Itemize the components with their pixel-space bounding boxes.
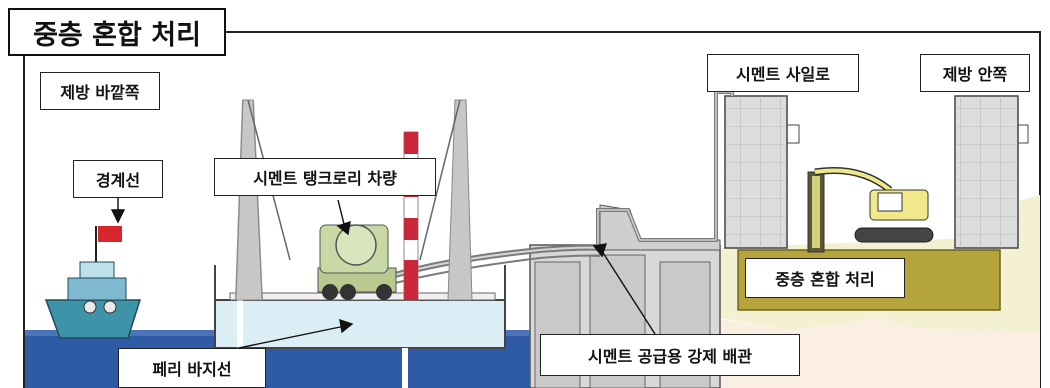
label-cement-silo: 시멘트 사일로 bbox=[707, 54, 859, 92]
label-patrol-boat: 경계선 bbox=[73, 160, 163, 198]
label-mixing-zone: 중층 혼합 처리 bbox=[745, 258, 905, 298]
label-inside: 제방 안쪽 bbox=[920, 54, 1030, 92]
label-outside: 제방 바깥쪽 bbox=[40, 72, 160, 110]
cement-tank-truck bbox=[317, 224, 397, 300]
leader-lines bbox=[110, 196, 656, 357]
label-cement-truck: 시멘트 탱크로리 차량 bbox=[214, 158, 436, 196]
ferry-barge-hull bbox=[214, 299, 506, 349]
label-ferry-barge: 페리 바지선 bbox=[118, 348, 266, 388]
label-supply-pipe: 시멘트 공급용 강제 배관 bbox=[540, 334, 800, 376]
crane-right bbox=[447, 99, 473, 301]
excavator bbox=[807, 166, 934, 253]
patrol-boat bbox=[44, 226, 142, 339]
page-title: 중층 혼합 처리 bbox=[8, 8, 226, 56]
